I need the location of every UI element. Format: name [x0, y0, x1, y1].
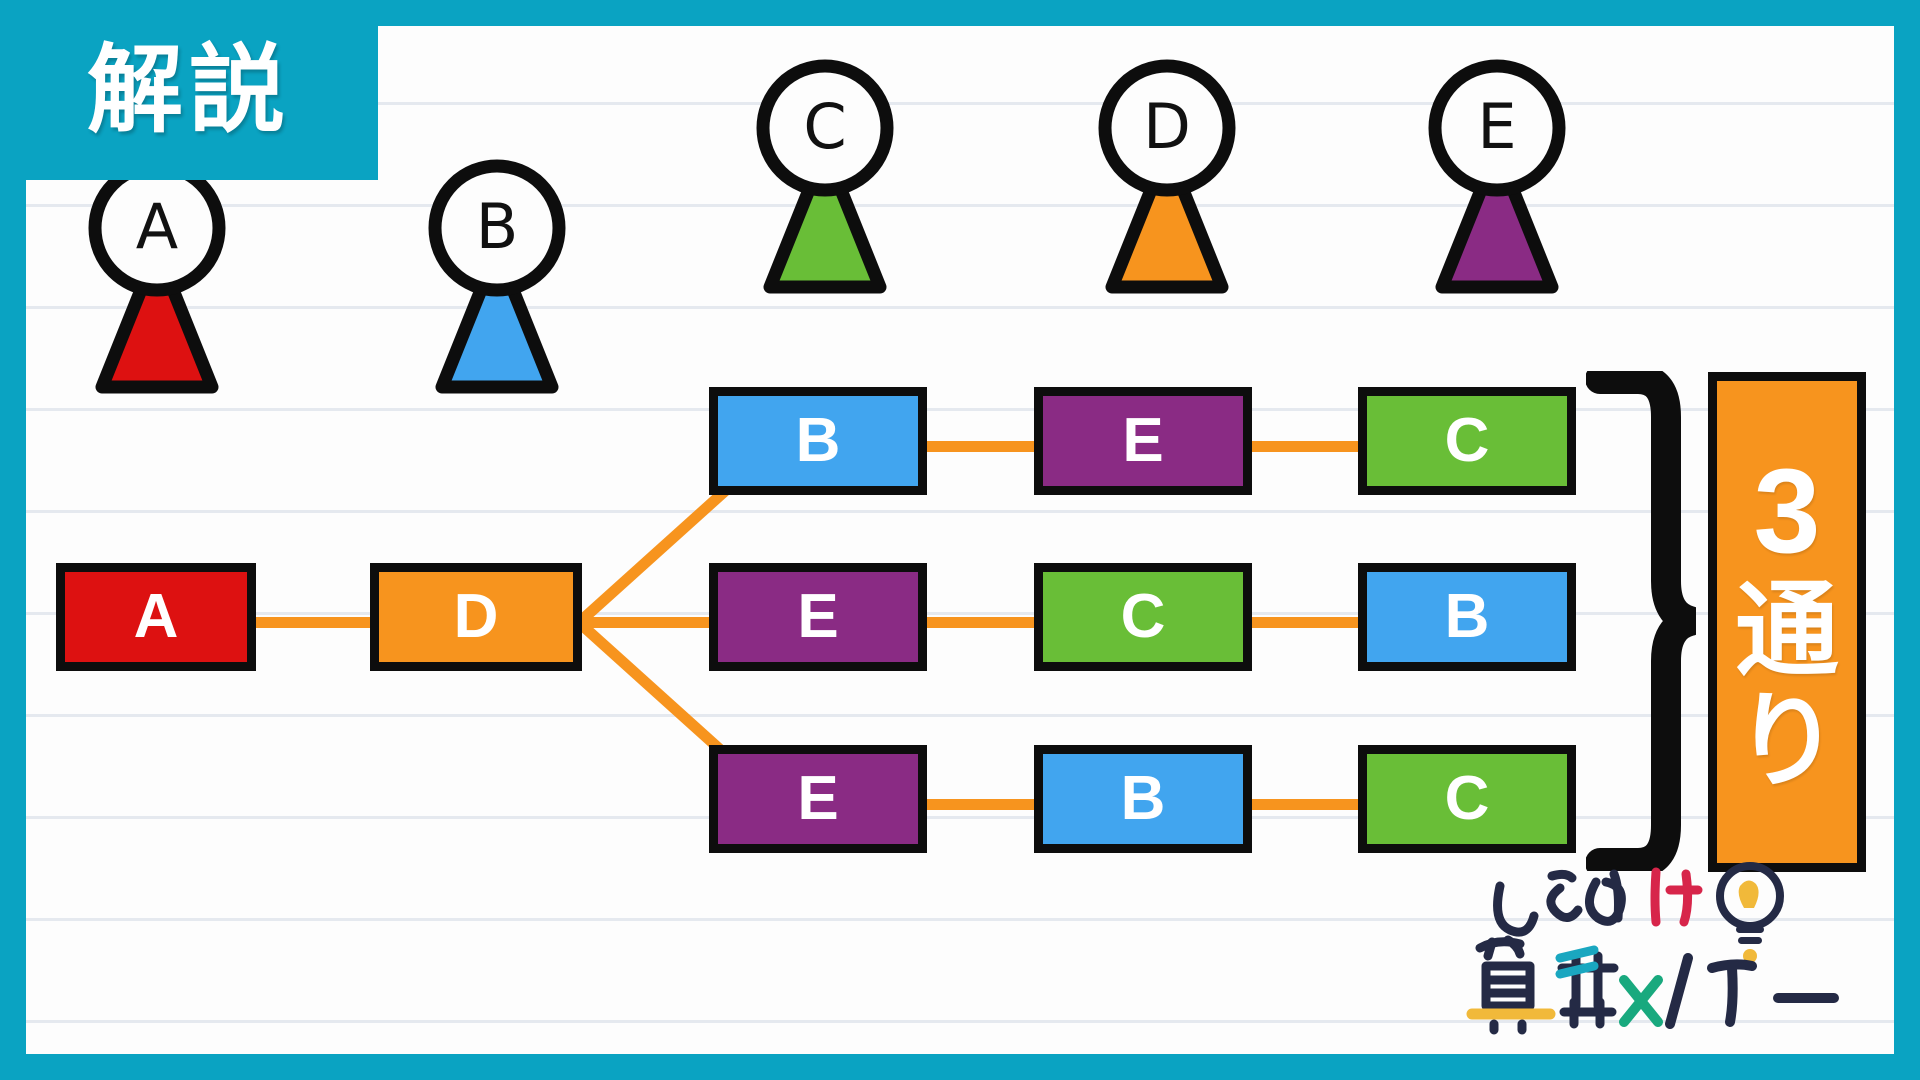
answer-unit-1: 通: [1734, 569, 1839, 692]
rule-line: [26, 612, 1894, 615]
person-icon-E: E: [1402, 55, 1592, 305]
person-icon-B: B: [402, 155, 592, 405]
brand-logo: [1464, 856, 1864, 1036]
section-badge: 解説: [0, 0, 378, 180]
rule-line: [26, 714, 1894, 717]
node-box-second-D[interactable]: D: [370, 563, 582, 671]
connector-r1-c1-c2: [927, 441, 1034, 452]
node-box-r2-c1[interactable]: E: [709, 563, 927, 671]
node-label: E: [797, 582, 839, 651]
connector-a-d: [255, 617, 370, 628]
node-box-r2-c2[interactable]: C: [1034, 563, 1252, 671]
connector-r3-c1-c2: [927, 799, 1034, 810]
rule-line: [26, 510, 1894, 513]
answer-box[interactable]: 3 通 り: [1708, 372, 1866, 872]
node-box-r3-c1[interactable]: E: [709, 745, 927, 853]
section-badge-label: 解説: [87, 34, 291, 146]
rule-line: [26, 204, 1894, 207]
rule-line: [26, 1020, 1894, 1023]
answer-number: 3: [1753, 444, 1821, 579]
rule-line: [26, 816, 1894, 819]
node-label: E: [1122, 406, 1164, 475]
connector-r1-c2-c3: [1251, 441, 1358, 452]
rule-line: [26, 102, 1894, 105]
node-box-r1-c3[interactable]: C: [1358, 387, 1576, 495]
rule-line: [26, 306, 1894, 309]
node-box-r1-c1[interactable]: B: [709, 387, 927, 495]
person-icon-A: A: [62, 155, 252, 405]
node-box-r1-c2[interactable]: E: [1034, 387, 1252, 495]
curly-brace: [1585, 364, 1705, 878]
connector-r3-c2-c3: [1251, 799, 1358, 810]
node-label: B: [1444, 582, 1490, 651]
rule-line: [26, 408, 1894, 411]
node-label: C: [1444, 406, 1490, 475]
connector-r2-c2-c3: [1251, 617, 1358, 628]
node-box-r3-c2[interactable]: B: [1034, 745, 1252, 853]
node-box-r3-c3[interactable]: C: [1358, 745, 1576, 853]
node-box-r2-c3[interactable]: B: [1358, 563, 1576, 671]
answer-unit-2: り: [1734, 679, 1839, 802]
notebook-paper: A B C D E: [26, 26, 1894, 1054]
node-label: B: [1120, 764, 1166, 833]
node-label: D: [453, 582, 499, 651]
node-label: A: [133, 582, 179, 651]
node-label: C: [1444, 764, 1490, 833]
connector-r2-c1-c2: [927, 617, 1034, 628]
connector-d-row2: [581, 617, 709, 628]
node-box-root-A[interactable]: A: [56, 563, 256, 671]
rule-line: [26, 918, 1894, 921]
node-label: B: [795, 406, 841, 475]
person-icon-C: C: [730, 55, 920, 305]
person-icon-D: D: [1072, 55, 1262, 305]
node-label: C: [1120, 582, 1166, 651]
node-label: E: [797, 764, 839, 833]
